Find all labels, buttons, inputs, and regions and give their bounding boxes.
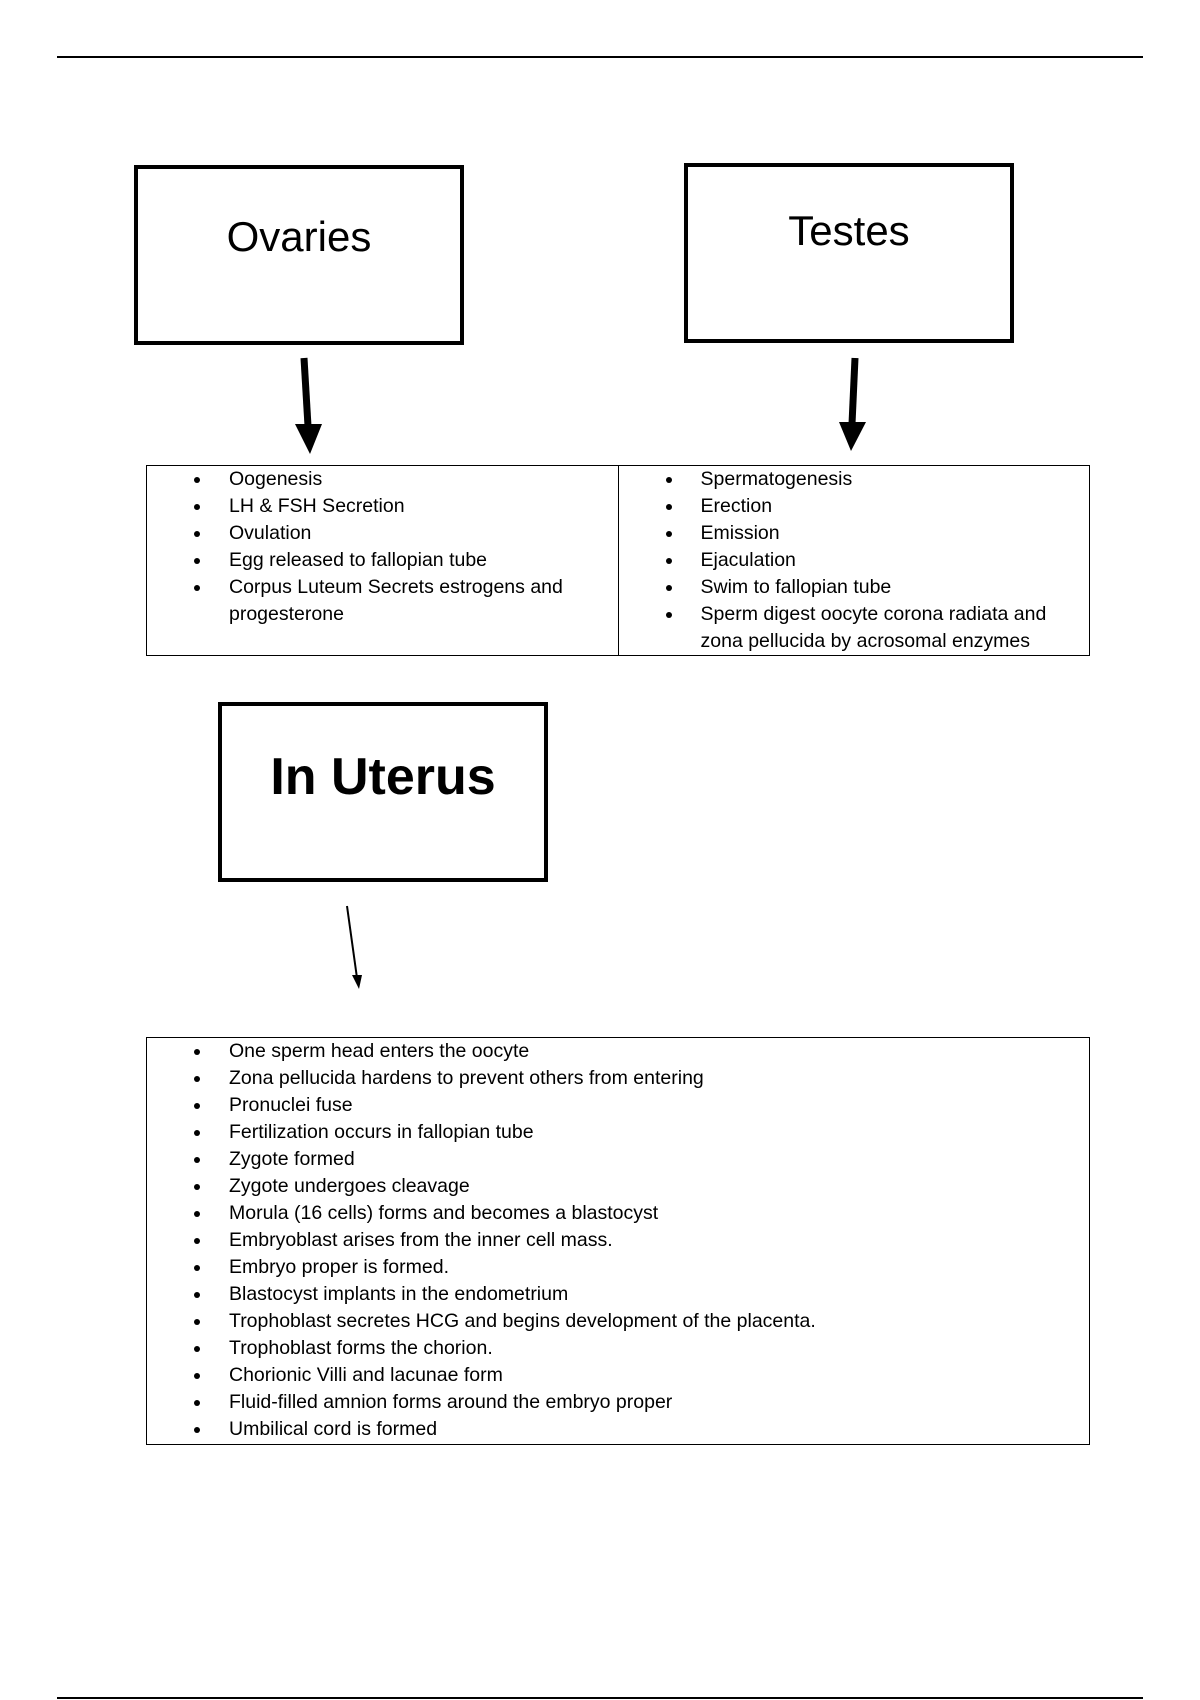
list-item: Oogenesis [147, 466, 618, 493]
list-item-text: Umbilical cord is formed [229, 1418, 438, 1440]
list-item: Chorionic Villi and lacunae form [147, 1362, 1089, 1389]
list-item-text: Spermatogenesis [700, 468, 853, 490]
bullet-icon [665, 558, 672, 564]
bullet-icon [194, 531, 200, 537]
uterus-arrow [346, 905, 362, 989]
list-item: Sperm digest oocyte corona radiata and z… [619, 601, 1090, 655]
list-item: Zygote undergoes cleavage [147, 1173, 1089, 1200]
list-item: Swim to fallopian tube [619, 574, 1090, 601]
list-item-text: LH & FSH Secretion [229, 495, 405, 517]
list-item: Fertilization occurs in fallopian tube [147, 1119, 1089, 1146]
list-item: Ejaculation [619, 547, 1090, 574]
bullet-icon [665, 504, 672, 510]
list-item-text: Blastocyst implants in the endometrium [229, 1283, 569, 1305]
list-item-text: Erection [700, 495, 773, 517]
list-item-text: Embryo proper is formed. [229, 1256, 449, 1278]
list-item: Pronuclei fuse [147, 1092, 1089, 1119]
list-item-text: Corpus Luteum Secrets estrogens and prog… [229, 576, 563, 625]
list-item-text: Swim to fallopian tube [700, 576, 892, 598]
ovaries-title: Ovaries [226, 213, 372, 260]
list-item-text: Morula (16 cells) forms and becomes a bl… [229, 1202, 659, 1224]
bullet-icon [194, 1292, 200, 1298]
bullet-icon [194, 1076, 200, 1082]
list-item: Egg released to fallopian tube [147, 547, 618, 574]
list-item: Trophoblast secretes HCG and begins deve… [147, 1308, 1089, 1335]
list-item-text: Ovulation [229, 522, 312, 544]
list-item-text: Trophoblast forms the chorion. [229, 1337, 493, 1359]
list-item-text: Chorionic Villi and lacunae form [229, 1364, 503, 1386]
list-item: Umbilical cord is formed [147, 1416, 1089, 1443]
testes-box: Testes [684, 163, 1014, 343]
bullet-icon [194, 1103, 200, 1109]
bullet-icon [665, 612, 672, 618]
list-item-text: Trophoblast secretes HCG and begins deve… [229, 1310, 816, 1332]
list-item: Embryo proper is formed. [147, 1254, 1089, 1281]
list-item-text: Sperm digest oocyte corona radiata and z… [700, 603, 1047, 652]
list-item-text: Emission [700, 522, 780, 544]
list-item-text: Zygote undergoes cleavage [229, 1175, 470, 1197]
list-item-text: Fluid-filled amnion forms around the emb… [229, 1391, 673, 1413]
ovaries-box: Ovaries [134, 165, 464, 345]
bullet-icon [194, 1373, 200, 1379]
list-item-text: Fertilization occurs in fallopian tube [229, 1121, 534, 1143]
footer-rule [57, 1697, 1143, 1699]
list-item: Embryoblast arises from the inner cell m… [147, 1227, 1089, 1254]
list-item-text: Zona pellucida hardens to prevent others… [229, 1067, 704, 1089]
bullet-icon [665, 585, 672, 591]
list-item: One sperm head enters the oocyte [147, 1038, 1089, 1065]
list-item-text: Ejaculation [700, 549, 796, 571]
list-item: Erection [619, 493, 1090, 520]
list-item-text: One sperm head enters the oocyte [229, 1040, 530, 1062]
list-item-text: Egg released to fallopian tube [229, 549, 488, 571]
list-item: Blastocyst implants in the endometrium [147, 1281, 1089, 1308]
ovaries-arrow [295, 357, 322, 454]
testes-arrow [839, 357, 866, 451]
bullet-icon [194, 1400, 200, 1406]
list-item-text: Oogenesis [229, 468, 323, 490]
bullet-icon [194, 1157, 200, 1163]
bullet-icon [194, 1130, 200, 1136]
bullet-icon [665, 531, 672, 537]
in-uterus-box: In Uterus [218, 702, 548, 882]
bullet-icon [194, 477, 200, 483]
list-item: Spermatogenesis [619, 466, 1090, 493]
list-item-text: Pronuclei fuse [229, 1094, 353, 1116]
list-item: Corpus Luteum Secrets estrogens and prog… [147, 574, 618, 628]
bullet-icon [194, 504, 200, 510]
bullet-icon [194, 1238, 200, 1244]
list-item: LH & FSH Secretion [147, 493, 618, 520]
list-item: Morula (16 cells) forms and becomes a bl… [147, 1200, 1089, 1227]
bullet-icon [665, 477, 672, 483]
bullet-icon [194, 585, 200, 591]
bullet-icon [194, 558, 200, 564]
in-uterus-title: In Uterus [270, 748, 496, 806]
list-item: Fluid-filled amnion forms around the emb… [147, 1389, 1089, 1416]
bullet-icon [194, 1346, 200, 1352]
testes-title: Testes [788, 207, 910, 254]
bullet-icon [194, 1049, 200, 1055]
list-item-text: Zygote formed [229, 1148, 355, 1170]
header-rule [57, 56, 1143, 58]
bullet-icon [194, 1319, 200, 1325]
list-item: Ovulation [147, 520, 618, 547]
bullet-icon [194, 1184, 200, 1190]
list-item: Zygote formed [147, 1146, 1089, 1173]
list-item-text: Embryoblast arises from the inner cell m… [229, 1229, 613, 1251]
list-item: Trophoblast forms the chorion. [147, 1335, 1089, 1362]
bullet-icon [194, 1427, 200, 1433]
list-item: Zona pellucida hardens to prevent others… [147, 1065, 1089, 1092]
bullet-icon [194, 1211, 200, 1217]
bullet-icon [194, 1265, 200, 1271]
list-item: Emission [619, 520, 1090, 547]
